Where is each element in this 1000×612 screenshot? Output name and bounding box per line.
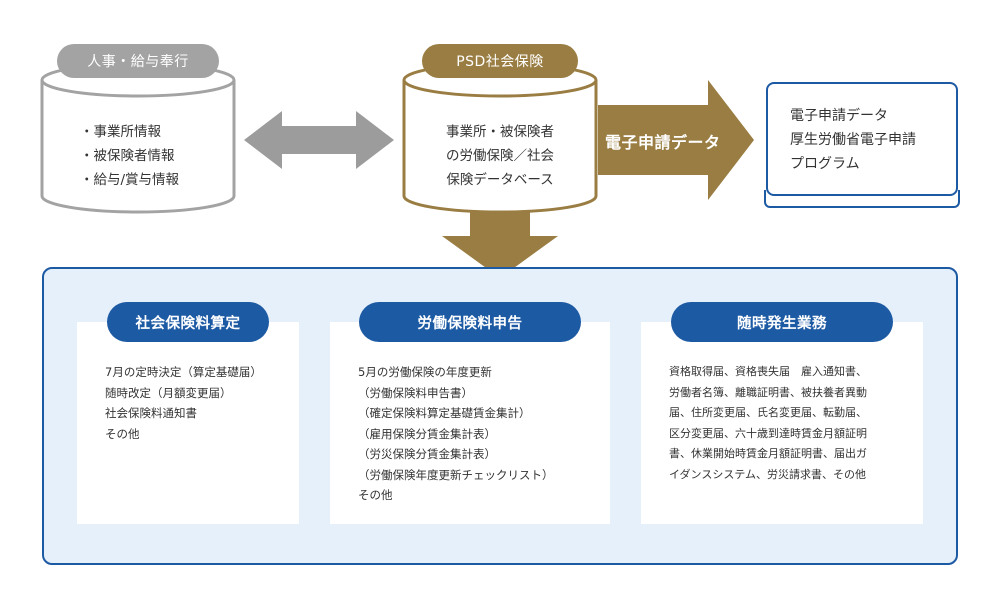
card-line: 5月の労働保険の年度更新 — [358, 365, 492, 379]
card-line: （労災保険分賃金集計表） — [358, 447, 496, 461]
target-db-line: の労働保険／社会 — [446, 148, 554, 164]
card-ad-hoc-tasks: 資格取得届、資格喪失届 雇入通知書、 労働者名簿、離職証明書、被扶養者異動 届、… — [641, 322, 923, 524]
source-db-item: ・給与/賞与情報 — [80, 172, 180, 188]
output-box-line: 厚生労働省電子申請 — [790, 132, 916, 148]
source-db-items: ・事業所情報 ・被保険者情報 ・給与/賞与情報 — [80, 120, 179, 192]
target-db-label: PSD社会保険 — [422, 44, 578, 78]
card-title-labor-insurance: 労働保険料申告 — [359, 302, 581, 342]
target-db-line: 事業所・被保険者 — [446, 124, 554, 140]
card-line: 資格取得届、資格喪失届 雇入通知書、 — [669, 365, 867, 378]
card-line: その他 — [105, 426, 140, 441]
source-db-item: ・事業所情報 — [80, 124, 161, 140]
output-box-line: 電子申請データ — [790, 108, 888, 124]
down-arrow — [442, 212, 558, 278]
card-line: （確定保険料算定基礎賃金集計） — [358, 406, 531, 420]
card-line: 書、休業開始時賃金月額証明書、届出ガ — [669, 447, 867, 460]
card-line: （雇用保険分賃金集計表） — [358, 426, 496, 441]
card-title-ad-hoc-tasks: 随時発生業務 — [671, 302, 893, 342]
card-title-insurance-calculation: 社会保険料算定 — [107, 302, 269, 342]
sync-double-arrow — [244, 111, 394, 169]
card-insurance-calculation: 7月の定時決定（算定基礎届） 随時改定（月額変更届） 社会保険料通知書 その他 — [77, 322, 299, 524]
card-line: 7月の定時決定（算定基礎届） — [105, 365, 262, 379]
source-db-item: ・被保険者情報 — [80, 148, 175, 164]
card-line: 労働者名簿、離職証明書、被扶養者異動 — [669, 385, 867, 399]
card-line: （労働保険年度更新チェックリスト） — [358, 467, 554, 482]
card-line: その他 — [358, 488, 393, 502]
export-arrow — [598, 80, 754, 200]
card-line: 区分変更届、六十歳到達時賃金月額証明 — [669, 426, 867, 440]
card-line: 届、住所変更届、氏名変更届、転勤届、 — [669, 406, 867, 419]
card-line: イダンスシステム、労災請求書、その他 — [669, 467, 867, 481]
target-db-line: 保険データベース — [446, 172, 554, 188]
source-db-label: 人事・給与奉行 — [57, 44, 219, 78]
output-box-line: プログラム — [790, 156, 860, 172]
card-line: 社会保険料通知書 — [105, 406, 197, 420]
output-box: 電子申請データ 厚生労働省電子申請 プログラム — [766, 82, 958, 196]
card-labor-insurance: 5月の労働保険の年度更新 （労働保険料申告書） （確定保険料算定基礎賃金集計） … — [330, 322, 610, 524]
card-line: （労働保険料申告書） — [358, 385, 473, 400]
export-arrow-label: 電子申請データ — [605, 133, 721, 152]
card-line: 随時改定（月額変更届） — [105, 385, 232, 400]
target-db-description: 事業所・被保険者 の労働保険／社会 保険データベース — [404, 120, 596, 192]
